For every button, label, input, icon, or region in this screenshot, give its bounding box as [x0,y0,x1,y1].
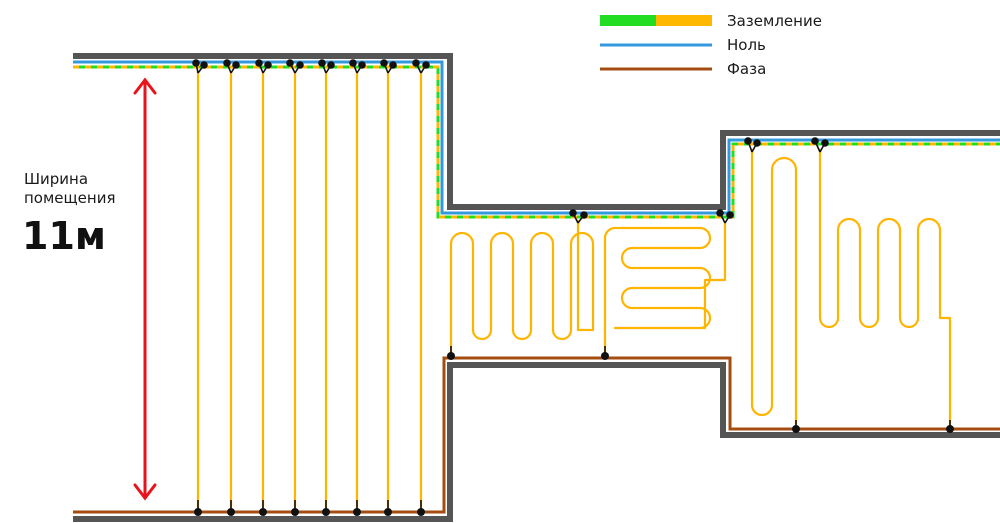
connector-icon [412,59,430,74]
phase-wire [73,356,1000,514]
ground-wire [73,65,1000,219]
connector-icon [811,137,829,153]
neutral-wire [73,60,1000,215]
legend-ground-label: Заземление [727,12,822,30]
ground-neutral-connectors [192,59,829,224]
connector-icon [194,500,203,516]
connector-icon [290,500,299,516]
connector-icon [383,500,392,516]
wall-bottom [73,362,1000,522]
connector-icon [258,500,267,516]
cable-serpentine-3 [750,148,798,426]
connector-icon [227,500,236,516]
connector-icon [716,209,734,224]
room-width-value: 11м [22,214,106,258]
connector-icon [321,500,330,516]
connector-icon [349,59,366,74]
connector-icon [945,420,954,433]
connector-icon [223,59,240,74]
heating-cables [196,70,952,509]
legend: Заземление Ноль Фаза [600,12,822,78]
connector-icon [569,209,588,224]
connector-icon [318,59,335,74]
phase-connectors [194,346,954,516]
connector-icon [380,59,397,74]
walls [73,53,1000,522]
legend-neutral-label: Ноль [727,36,766,54]
connector-icon [791,420,800,433]
connector-icon [600,346,609,360]
cable-serpentine-2 [603,220,727,354]
connector-icon [744,137,761,153]
connector-icon [286,59,304,74]
connector-icon [416,500,425,516]
room-width-label-line1: Ширина [24,170,88,188]
connector-icon [255,59,272,74]
connector-icon [446,346,455,360]
cable-serpentine-1 [449,219,595,354]
legend-phase-label: Фаза [727,60,766,78]
room-width-arrow [133,77,157,501]
cable-serpentine-4 [818,148,952,426]
connector-icon [192,59,208,74]
legend-ground-swatch-green [600,15,656,26]
legend-ground-swatch-yellow [656,15,712,26]
wall-top [73,53,1000,210]
room-width-label-line2: помещения [24,189,115,207]
connector-icon [352,500,361,516]
